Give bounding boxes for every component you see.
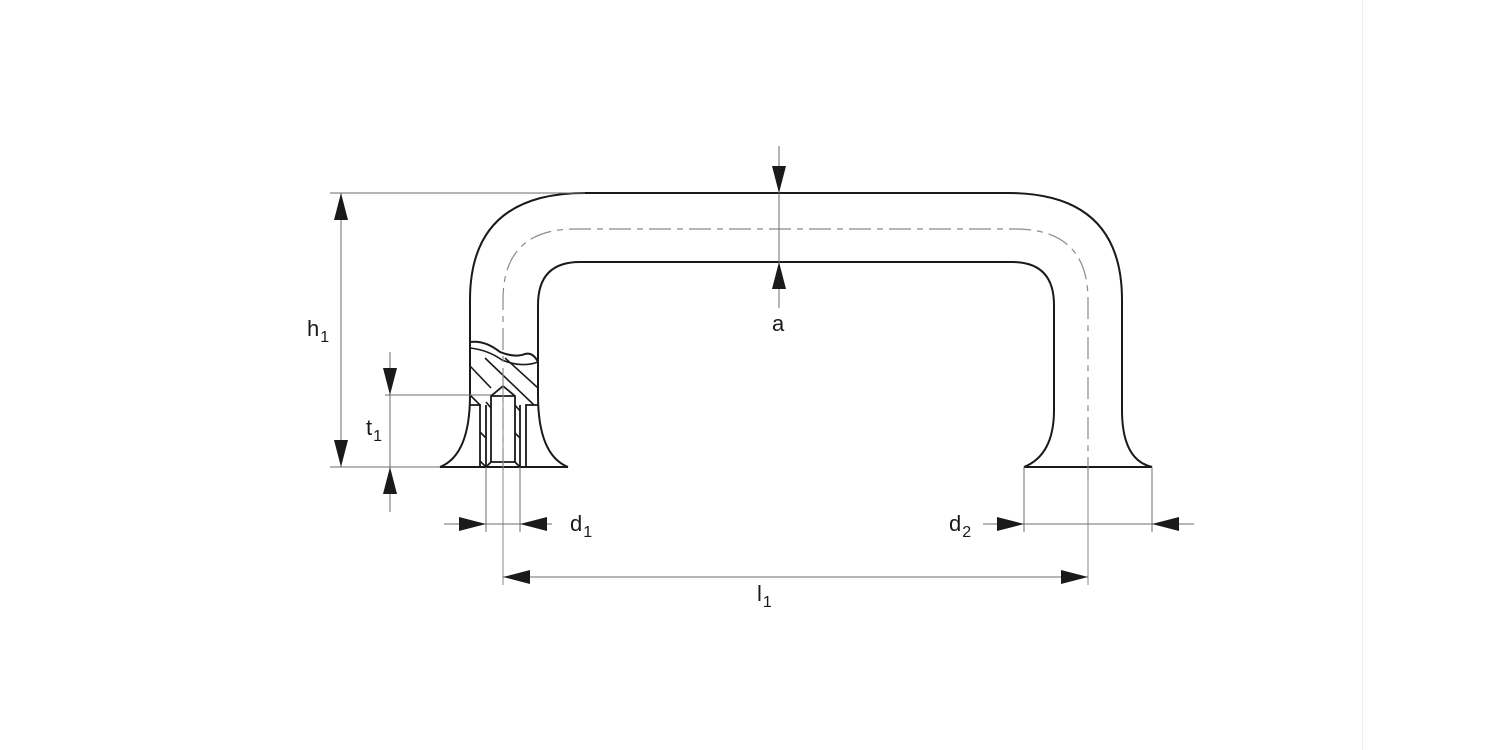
label-d1: d1 — [570, 511, 593, 541]
arrow-left-icon — [520, 517, 547, 531]
arrow-up-icon — [334, 193, 348, 220]
label-l1: l1 — [757, 581, 772, 611]
dimension-arrows — [334, 166, 1179, 584]
arrow-left-icon — [503, 570, 530, 584]
label-a: a — [772, 311, 785, 336]
page-border-line — [1362, 0, 1363, 750]
arrow-right-icon — [459, 517, 486, 531]
label-d2: d2 — [949, 511, 972, 541]
label-h1: h1 — [307, 316, 330, 346]
label-t1: t1 — [366, 415, 383, 445]
arrow-down-icon — [334, 440, 348, 467]
arrow-right-icon — [1061, 570, 1088, 584]
arrow-down-icon — [383, 368, 397, 395]
section-hatching — [469, 357, 539, 468]
arrow-up-icon — [772, 262, 786, 289]
centerlines — [502, 228, 1089, 480]
arrow-left-icon — [1152, 517, 1179, 531]
arrow-down-icon — [772, 166, 786, 193]
handle-outline — [439, 192, 1153, 468]
arrow-up-icon — [383, 467, 397, 494]
arrow-right-icon — [997, 517, 1024, 531]
dimension-lines — [330, 146, 1194, 578]
